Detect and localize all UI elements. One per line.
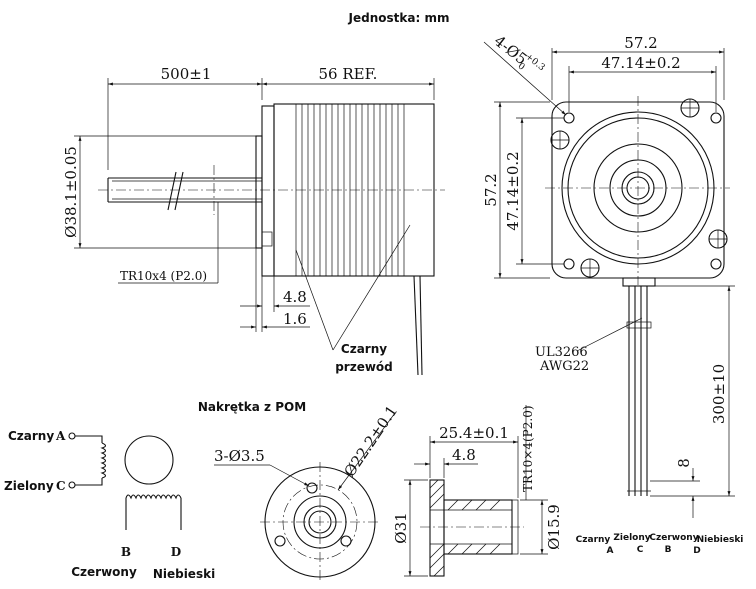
holes-tol-upper: +0.3 bbox=[523, 52, 547, 74]
wire-label-line1: Czarny bbox=[341, 342, 387, 356]
pin-b: B bbox=[121, 545, 131, 559]
pin-a: A bbox=[55, 429, 66, 443]
legend-letter-4: D bbox=[693, 546, 700, 556]
legend-color-1: Czarny bbox=[576, 535, 611, 545]
inner-height-dim: 47.14±0.2 bbox=[504, 151, 522, 230]
dim-1-6: 1.6 bbox=[283, 310, 307, 328]
shaft-length-dim: 500±1 bbox=[161, 65, 212, 83]
legend-color-4: Niebieski bbox=[697, 535, 744, 545]
nut-hatch bbox=[429, 479, 501, 577]
nut-holes: 3-Ø3.5 bbox=[214, 447, 265, 465]
nut-outer-dia: Ø31 bbox=[392, 512, 410, 543]
wire-red: Czerwony bbox=[71, 565, 137, 579]
wiring-diagram: Czarny A Zielony C B D Czerwony Niebiesk… bbox=[4, 429, 215, 581]
legend-letter-2: C bbox=[637, 545, 644, 555]
inner-width-dim: 47.14±0.2 bbox=[601, 54, 680, 72]
units-title: Jednostka: mm bbox=[348, 11, 450, 25]
lamination-lines bbox=[295, 104, 405, 276]
cable-awg: AWG22 bbox=[539, 359, 589, 374]
wire-label-line2: przewód bbox=[335, 360, 393, 374]
dim-4-8: 4.8 bbox=[283, 288, 307, 306]
legend-letter-1: A bbox=[607, 546, 614, 556]
wire-blue: Niebieski bbox=[153, 567, 215, 581]
nut-pcd: Ø22.2±0.1 bbox=[340, 402, 401, 480]
diameter-dim: Ø38.1±0.05 bbox=[62, 146, 80, 238]
strip-length: 8 bbox=[675, 458, 693, 468]
wire-black: Czarny bbox=[8, 429, 54, 443]
wire-color-legend: Czarny Zielony Czerwony Niebieski A C B … bbox=[576, 533, 744, 556]
legend-color-2: Zielony bbox=[613, 533, 650, 543]
nut-length: 25.4±0.1 bbox=[439, 424, 509, 442]
legend-color-3: Czerwony bbox=[649, 533, 698, 543]
holes-tol-lower: 0 bbox=[516, 61, 527, 73]
nut-title: Nakrętka z POM bbox=[198, 400, 306, 414]
pin-c: C bbox=[56, 479, 66, 493]
nut-body-dia: Ø15.9 bbox=[545, 504, 563, 550]
pin-d: D bbox=[171, 545, 181, 559]
side-view: 500±1 56 REF. Ø38.1±0.05 TR10x4 (P2.0) 4… bbox=[62, 65, 445, 376]
thread-label: TR10x4 (P2.0) bbox=[120, 269, 207, 283]
width-dim: 57.2 bbox=[624, 34, 657, 52]
body-length-dim: 56 REF. bbox=[319, 65, 378, 83]
legend-letter-3: B bbox=[665, 545, 672, 555]
front-view: 57.2 47.14±0.2 4-Ø5 +0.3 0 57.2 47.14±0.… bbox=[482, 32, 735, 518]
cable-type: UL3266 bbox=[535, 345, 588, 360]
nut-flange: 4.8 bbox=[452, 446, 476, 464]
height-dim: 57.2 bbox=[482, 173, 500, 206]
nut-drawing: Nakrętka z POM 3-Ø3.5 Ø22.2±0.1 bbox=[198, 400, 563, 582]
mounting-holes bbox=[550, 98, 728, 278]
cable-wires bbox=[626, 286, 652, 496]
wire-green: Zielony bbox=[4, 479, 54, 493]
cable-length: 300±10 bbox=[710, 364, 728, 424]
nut-thread: TR10×4(P2.0) bbox=[521, 405, 535, 492]
